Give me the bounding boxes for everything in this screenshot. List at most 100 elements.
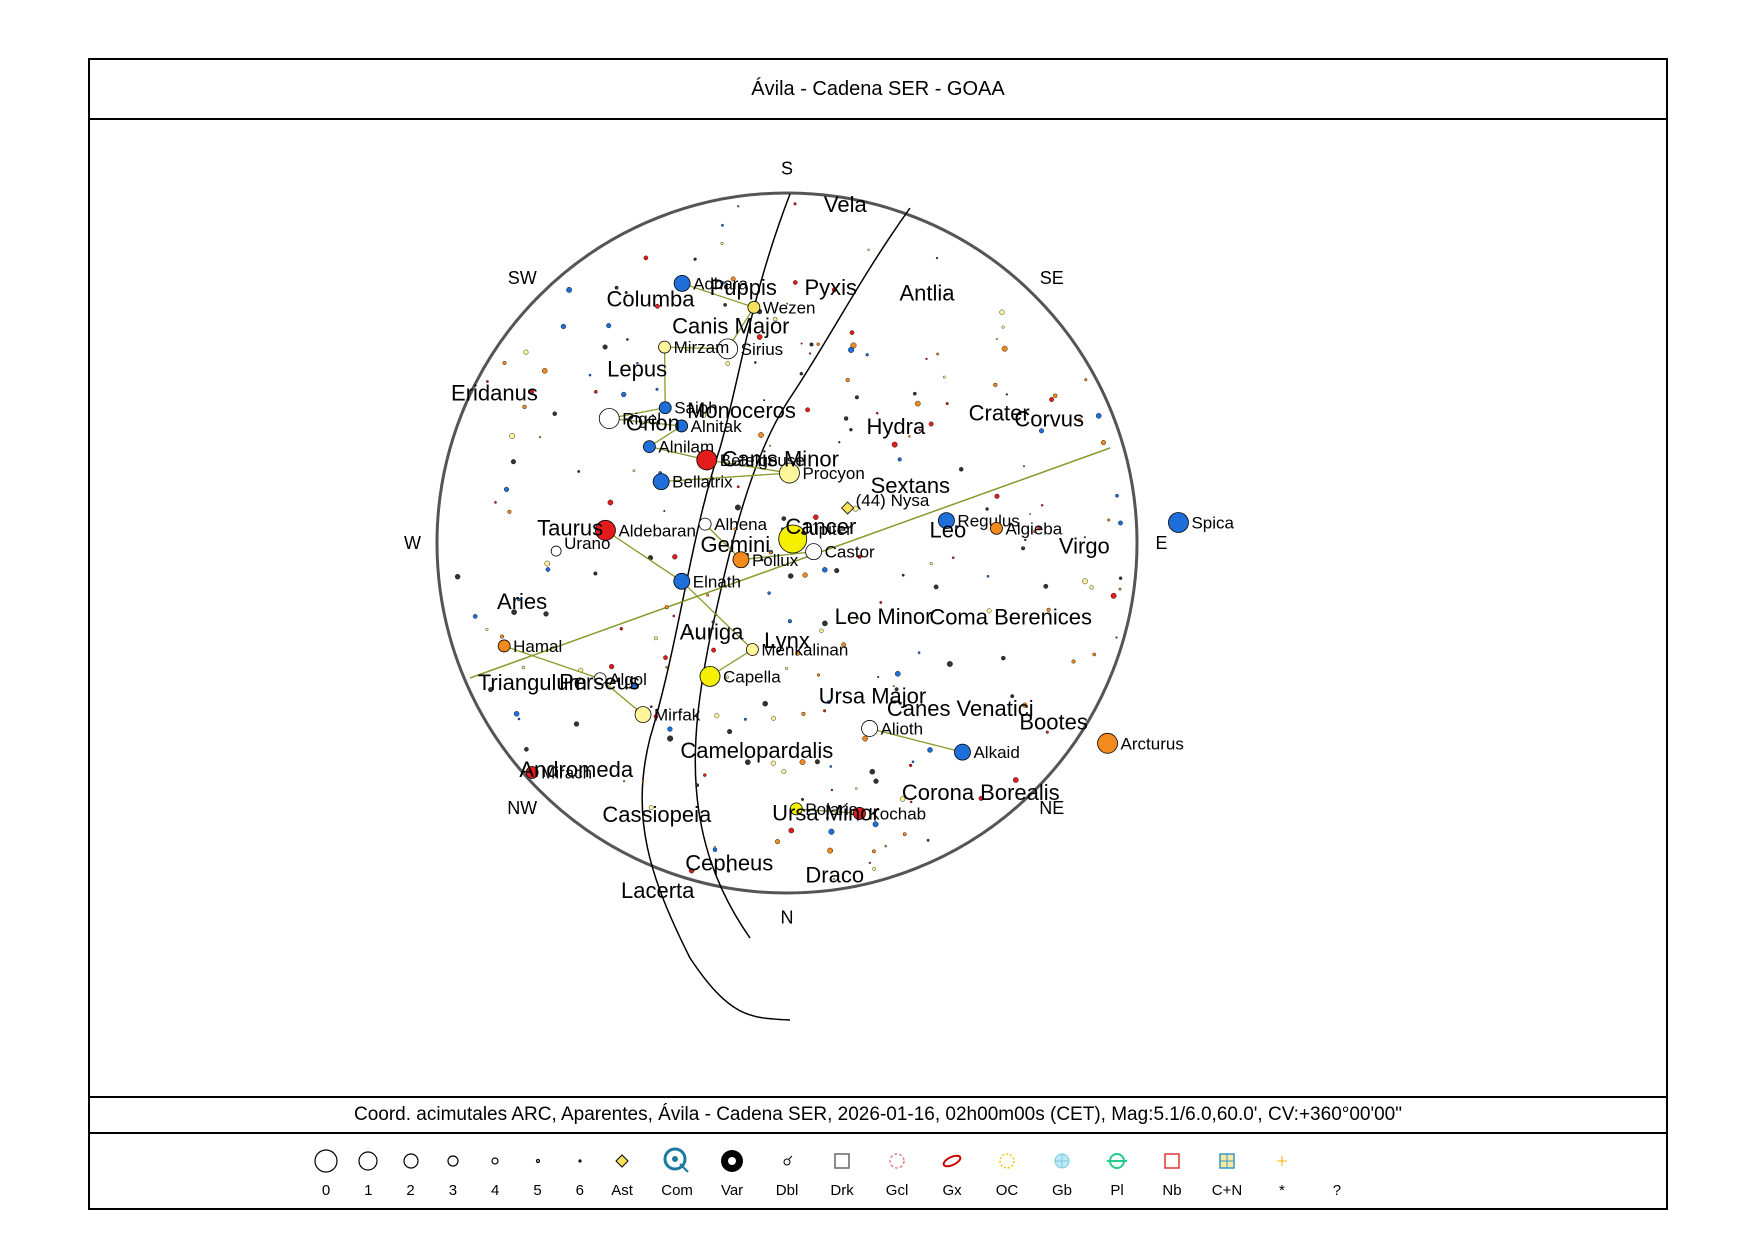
faint-star <box>622 780 626 783</box>
legend-item: Com <box>649 1142 705 1199</box>
faint-star <box>769 550 773 555</box>
faint-star <box>799 759 806 765</box>
legend-symbol-icon <box>759 1142 815 1180</box>
star-marker <box>673 274 691 292</box>
faint-star <box>915 400 921 407</box>
star-label: Alioth <box>881 719 924 738</box>
faint-star <box>884 845 887 848</box>
star-marker <box>642 440 656 454</box>
star-marker <box>853 807 866 820</box>
faint-star <box>945 402 949 406</box>
constellation-label: Corona Borealis <box>902 780 1060 805</box>
faint-star <box>1110 592 1117 599</box>
planet-label: Júpiter <box>801 520 852 539</box>
faint-star <box>626 338 629 341</box>
faint-star <box>1083 536 1086 539</box>
star-marker <box>938 512 955 529</box>
legend-item: 0 <box>298 1142 354 1199</box>
faint-star <box>672 614 676 618</box>
constellation-label: Canis Minor <box>722 446 839 471</box>
legend-label: 1 <box>364 1182 373 1199</box>
faint-star <box>856 616 860 620</box>
cardinal-label: E <box>1155 533 1167 553</box>
faint-star <box>951 556 955 560</box>
faint-star <box>786 302 789 305</box>
faint-star <box>712 847 718 852</box>
star-marker <box>658 401 672 415</box>
legend-symbol-icon <box>1254 1142 1310 1180</box>
faint-star <box>830 788 834 792</box>
star-marker <box>717 338 739 360</box>
constellation-label: Auriga <box>680 620 744 645</box>
legend-label: * <box>1279 1182 1285 1199</box>
star-label: Rigel <box>622 410 661 429</box>
legend-symbol-icon <box>510 1142 566 1180</box>
faint-star <box>838 441 841 444</box>
faint-star <box>891 441 898 448</box>
legend-symbol-icon <box>869 1142 925 1180</box>
planet-marker <box>778 524 808 554</box>
faint-star <box>606 323 612 329</box>
legend-label: Pl <box>1110 1182 1124 1199</box>
faint-star <box>954 525 958 529</box>
legend-item: * <box>1254 1142 1310 1199</box>
faint-star <box>543 611 549 617</box>
faint-star <box>857 554 862 559</box>
faint-star <box>897 457 902 462</box>
faint-star <box>925 357 928 360</box>
faint-star <box>892 685 895 688</box>
faint-star <box>737 205 740 208</box>
constellation-label: Leo Minor <box>835 604 933 629</box>
faint-star <box>544 560 551 567</box>
legend-label: 0 <box>321 1182 331 1199</box>
faint-star <box>756 334 763 340</box>
faint-star <box>577 470 581 473</box>
planet-label: (44) Nysa <box>856 491 930 510</box>
star-marker <box>779 462 800 484</box>
star-label: Alnitak <box>691 417 743 436</box>
faint-star <box>801 711 806 716</box>
faint-star <box>758 867 761 870</box>
legend-symbol-icon <box>1144 1142 1200 1180</box>
faint-star <box>799 371 803 376</box>
star-marker <box>789 802 803 816</box>
constellation-line <box>796 808 860 815</box>
faint-star <box>697 636 701 640</box>
legend-label: 6 <box>575 1182 584 1199</box>
constellation-label: Sextans <box>871 473 951 498</box>
faint-star <box>788 827 795 834</box>
faint-star <box>517 717 521 721</box>
faint-star <box>511 609 517 615</box>
faint-star <box>849 428 853 432</box>
legend-item: OC <box>979 1142 1035 1199</box>
faint-star <box>643 255 649 261</box>
faint-star <box>624 290 628 294</box>
legend-symbol-icon <box>1309 1142 1365 1180</box>
star-marker <box>732 551 750 569</box>
faint-star <box>735 504 741 511</box>
star-label: Elnath <box>693 572 741 591</box>
constellation-label: Coma Berenices <box>929 604 1092 629</box>
faint-star <box>813 514 819 520</box>
star-label: Aldebaran <box>618 521 696 540</box>
faint-star <box>908 435 911 438</box>
legend-label: Ast <box>611 1182 633 1199</box>
faint-star <box>663 655 668 660</box>
faint-star <box>978 796 984 801</box>
faint-star <box>1071 659 1076 664</box>
faint-star <box>1115 636 1118 639</box>
faint-star <box>1095 412 1102 419</box>
faint-star <box>541 367 548 374</box>
constellation-line <box>681 580 753 650</box>
cardinal-label: N <box>781 908 794 928</box>
faint-star <box>614 285 619 290</box>
faint-star <box>655 387 659 391</box>
faint-star <box>867 248 870 252</box>
faint-star <box>693 257 697 261</box>
faint-star <box>829 765 833 768</box>
cardinal-label: W <box>404 533 421 553</box>
star-label: Saiph <box>674 399 717 418</box>
faint-star <box>510 459 516 465</box>
